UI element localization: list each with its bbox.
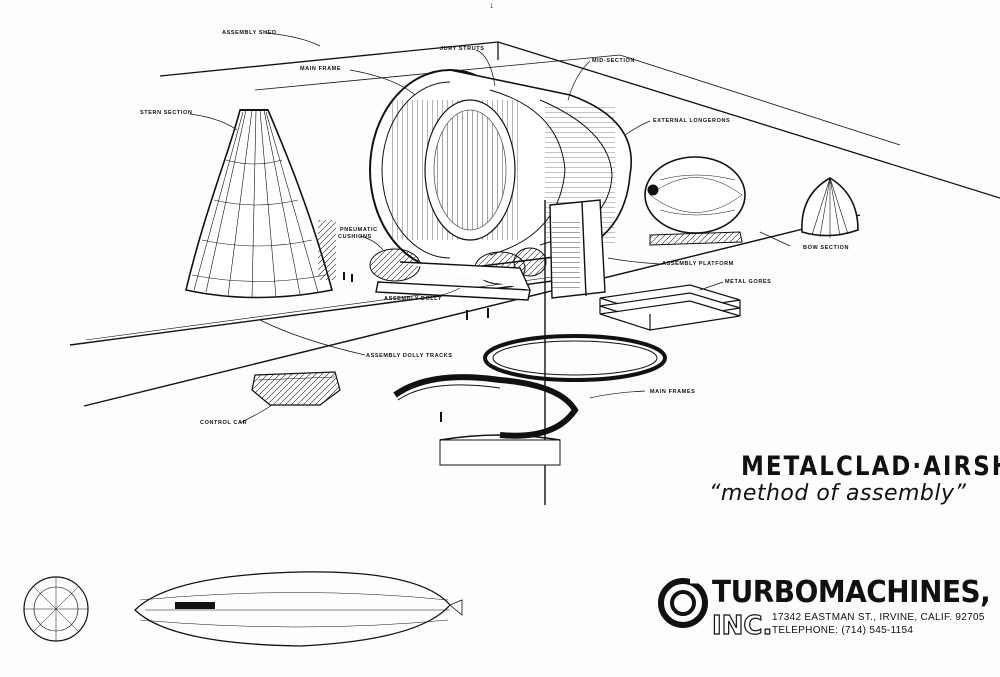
label-assembly-platform: ASSEMBLY PLATFORM (662, 261, 734, 267)
label-assembly-dolly-tracks: ASSEMBLY DOLLY TRACKS (366, 353, 453, 359)
bow-section (801, 177, 859, 238)
label-external-longerons: EXTERNAL LONGERONS (653, 118, 731, 124)
turbomachines-logo (658, 576, 708, 628)
front-elevation (23, 576, 89, 642)
label-main-frame: MAIN FRAME (300, 66, 342, 72)
company-address: 17342 EASTMAN ST., IRVINE, CALIF. 92705 (772, 612, 985, 623)
airship-model (644, 156, 746, 246)
assembly-shed-outline (159, 41, 1000, 199)
title-line-2: “method of assembly” (709, 481, 967, 506)
main-frames (393, 334, 667, 466)
label-control-car: CONTROL CAR (200, 420, 248, 426)
label-assembly-shed: ASSEMBLY SHED (222, 30, 277, 36)
label-mid-section: MID-SECTION (592, 58, 635, 64)
page-marker: 1 (490, 4, 494, 10)
label-main-frames: MAIN FRAMES (650, 389, 696, 395)
main-frame-and-mid-section (369, 69, 632, 271)
label-cushions: CUSHIONS (338, 234, 372, 240)
label-pneumatic: PNEUMATIC (340, 227, 378, 233)
side-elevation (134, 571, 463, 647)
metal-gores (599, 284, 741, 331)
figures (343, 272, 489, 422)
control-car (251, 371, 341, 406)
label-metal-gores: METAL GORES (725, 279, 772, 285)
company-telephone: TELEPHONE: (714) 545-1154 (772, 625, 914, 636)
label-assembly-dolly: ASSEMBLY DOLLY (384, 296, 443, 302)
company-suffix: INC. (711, 610, 773, 641)
label-jury-struts: JURY STRUTS (440, 46, 485, 52)
stern-section (185, 109, 336, 299)
leader-lines (189, 32, 791, 424)
label-stern-section: STERN SECTION (140, 110, 193, 116)
assembly-platform (549, 199, 606, 299)
title-line-1: METALCLAD·AIRSHIP (741, 452, 1000, 482)
company-name: TURBOMACHINES, (712, 575, 991, 610)
label-bow-section: BOW SECTION (803, 245, 850, 251)
